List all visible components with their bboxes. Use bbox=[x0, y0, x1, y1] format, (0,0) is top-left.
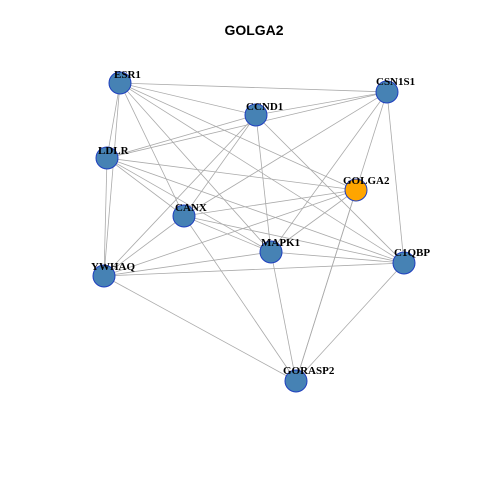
edge-ccnd1-ldlr bbox=[106, 114, 257, 159]
edge-c1qbp-gorasp2 bbox=[295, 262, 405, 382]
edge-ldlr-c1qbp bbox=[106, 157, 405, 264]
node-label-gorasp2: GORASP2 bbox=[283, 365, 335, 377]
diagram-title: GOLGA2 bbox=[224, 22, 283, 38]
edge-golga2-mapk1 bbox=[270, 189, 357, 253]
node-c1qbp[interactable] bbox=[392, 251, 416, 275]
edge-mapk1-gorasp2 bbox=[270, 251, 297, 382]
edge-ccnd1-ywhaq bbox=[103, 114, 257, 277]
edge-ccnd1-canx bbox=[183, 114, 257, 217]
node-ywhaq[interactable] bbox=[92, 264, 116, 288]
node-golga2[interactable] bbox=[344, 178, 368, 202]
edge-canx-gorasp2 bbox=[183, 215, 297, 382]
edge-esr1-ccnd1 bbox=[119, 82, 257, 116]
edge-ldlr-mapk1 bbox=[106, 157, 272, 253]
node-mapk1[interactable] bbox=[259, 240, 283, 264]
edge-esr1-canx bbox=[119, 82, 185, 217]
edge-ccnd1-c1qbp bbox=[255, 114, 405, 264]
edge-csn1s1-canx bbox=[183, 91, 388, 217]
node-label-golga2: GOLGA2 bbox=[343, 175, 390, 187]
edge-csn1s1-ccnd1 bbox=[255, 91, 388, 116]
node-label-ywhaq: YWHAQ bbox=[91, 261, 135, 273]
edge-esr1-golga2 bbox=[119, 82, 357, 191]
node-label-ldlr: LDLR bbox=[98, 145, 130, 157]
edge-ywhaq-gorasp2 bbox=[103, 275, 297, 382]
node-gorasp2[interactable] bbox=[284, 369, 308, 393]
node-ccnd1[interactable] bbox=[244, 103, 268, 127]
edge-layer bbox=[103, 82, 405, 382]
node-esr1[interactable] bbox=[108, 71, 132, 95]
edge-canx-mapk1 bbox=[183, 215, 272, 253]
edge-csn1s1-c1qbp bbox=[386, 91, 405, 264]
node-label-ccnd1: CCND1 bbox=[246, 101, 283, 113]
edge-canx-ywhaq bbox=[103, 215, 185, 277]
edge-esr1-csn1s1 bbox=[119, 82, 388, 93]
edge-esr1-ywhaq bbox=[103, 82, 121, 277]
node-label-mapk1: MAPK1 bbox=[261, 237, 300, 249]
node-layer bbox=[92, 71, 416, 393]
node-csn1s1[interactable] bbox=[375, 80, 399, 104]
edge-golga2-gorasp2 bbox=[295, 189, 357, 382]
edge-esr1-ldlr bbox=[106, 82, 121, 159]
edge-c1qbp-ywhaq bbox=[103, 262, 405, 277]
edge-ldlr-golga2 bbox=[106, 157, 357, 191]
node-label-csn1s1: CSN1S1 bbox=[376, 76, 415, 88]
edge-ccnd1-mapk1 bbox=[255, 114, 272, 253]
edge-canx-c1qbp bbox=[183, 215, 405, 264]
node-label-esr1: ESR1 bbox=[114, 69, 141, 81]
edge-mapk1-c1qbp bbox=[270, 251, 405, 264]
edge-ldlr-ywhaq bbox=[103, 157, 108, 277]
edge-golga2-ywhaq bbox=[103, 189, 357, 277]
edge-esr1-mapk1 bbox=[119, 82, 272, 253]
node-label-c1qbp: C1QBP bbox=[394, 247, 430, 259]
edge-mapk1-ywhaq bbox=[103, 251, 272, 277]
node-label-canx: CANX bbox=[175, 202, 207, 214]
node-canx[interactable] bbox=[172, 204, 196, 228]
node-ldlr[interactable] bbox=[95, 146, 119, 170]
edge-csn1s1-mapk1 bbox=[270, 91, 388, 253]
edge-ldlr-canx bbox=[106, 157, 185, 217]
edge-golga2-canx bbox=[183, 189, 357, 217]
